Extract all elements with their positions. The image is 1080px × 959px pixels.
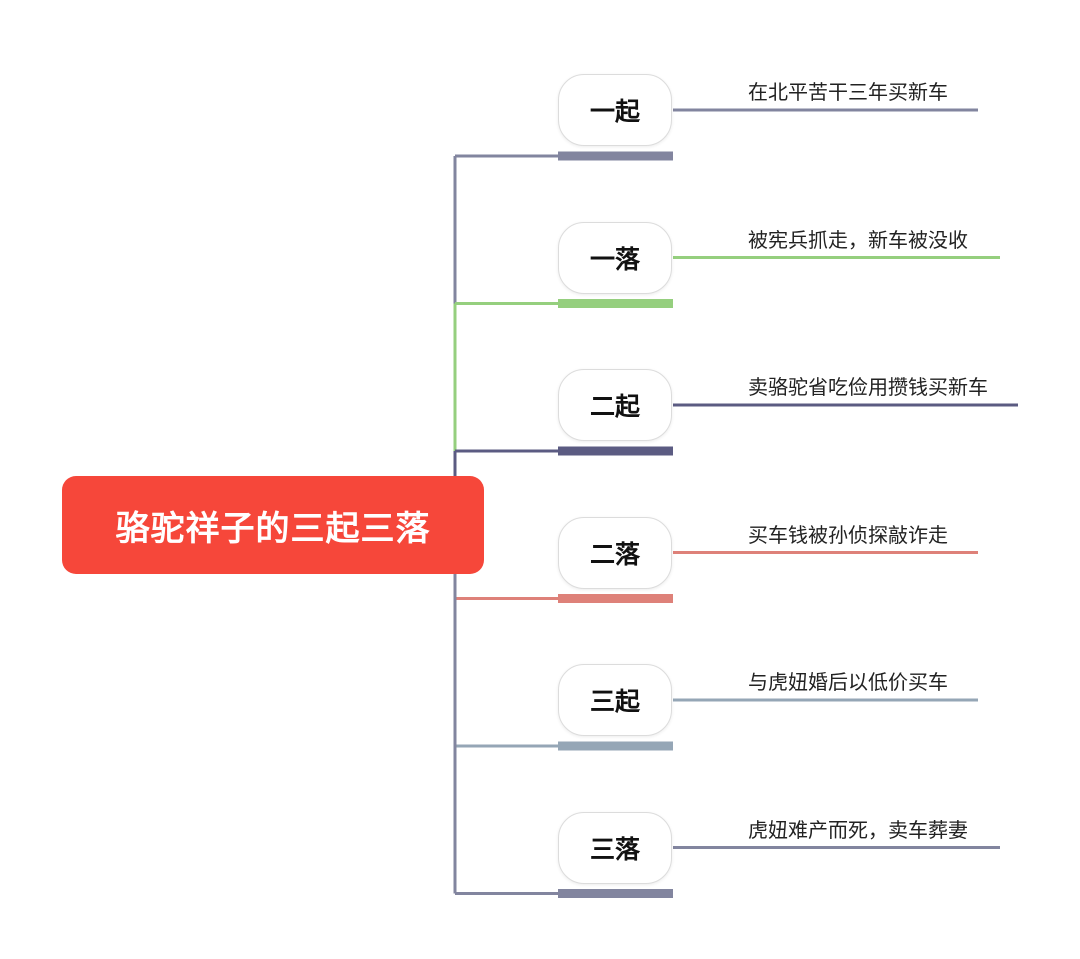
branch-topic-label: 二起: [589, 392, 640, 421]
branch-topic-label: 三起: [589, 687, 640, 716]
branch-topic-label: 三落: [589, 834, 640, 864]
leaf-topic-6[interactable]: 虎妞难产而死，卖车葬妻: [748, 817, 968, 842]
branch-topic-label: 二落: [589, 539, 640, 569]
leaf-topic-3[interactable]: 卖骆驼省吃俭用攒钱买新车: [748, 375, 988, 399]
branch-topic-1[interactable]: 一起: [558, 74, 672, 146]
branch-topic-4[interactable]: 二落: [558, 516, 672, 589]
branch-topic-6[interactable]: 三落: [558, 811, 672, 884]
leaf-topic-1[interactable]: 在北平苦干三年买新车: [748, 80, 948, 104]
leaf-topic-4[interactable]: 买车钱被孙侦探敲诈走: [748, 522, 948, 547]
branch-topic-3[interactable]: 二起: [558, 369, 672, 441]
branch-topic-2[interactable]: 一落: [558, 221, 672, 294]
leaf-topic-2[interactable]: 被宪兵抓走，新车被没收: [748, 227, 968, 252]
branch-topic-5[interactable]: 三起: [558, 664, 672, 736]
root-topic[interactable]: 骆驼祥子的三起三落: [62, 476, 484, 574]
leaf-topic-5[interactable]: 与虎妞婚后以低价买车: [748, 670, 948, 694]
root-topic-label: 骆驼祥子的三起三落: [115, 508, 431, 549]
branch-topic-label: 一落: [589, 244, 640, 274]
branch-topic-label: 一起: [589, 97, 640, 126]
